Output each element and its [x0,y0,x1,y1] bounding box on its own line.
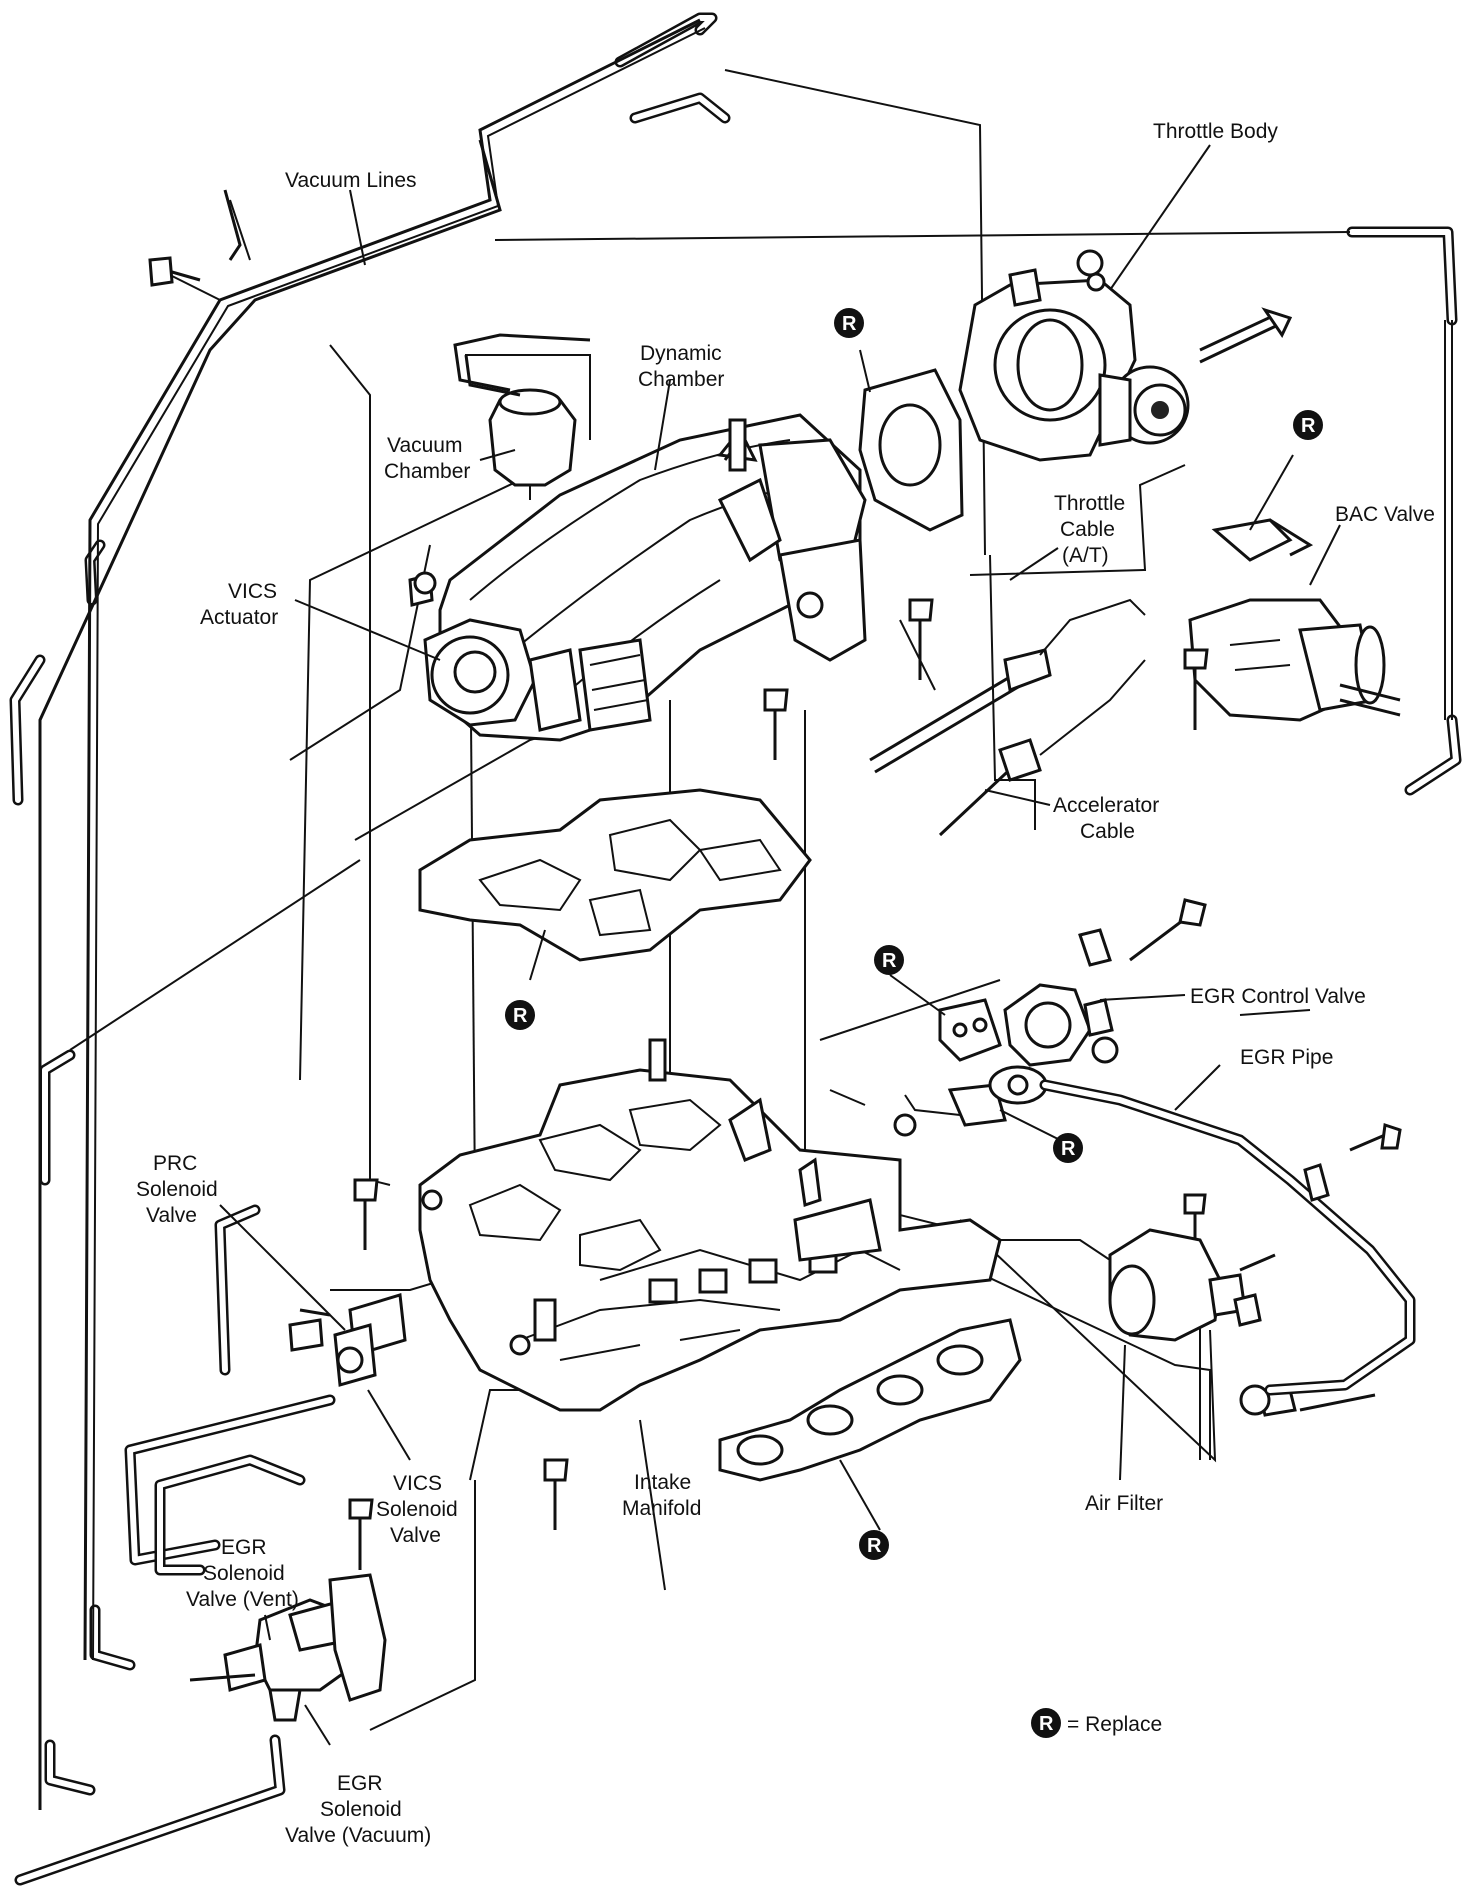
replace-badges: R R R R R R [505,308,1323,1560]
svg-text:R: R [1039,1713,1054,1735]
egr-control-valve [938,928,1114,1127]
throttle-gasket [858,368,964,532]
replace-badge: R [1293,410,1323,440]
label-vics-solenoid-2: Solenoid [376,1498,458,1521]
label-vics-actuator-1: VICS [228,580,277,603]
callout-leaders [219,144,1341,1746]
svg-text:R: R [513,1005,528,1027]
label-prc-solenoid-2: Solenoid [136,1178,218,1201]
intake-manifold [418,1038,1002,1412]
replace-badge: R [859,1530,889,1560]
prc-vics-solenoids [288,1293,407,1387]
label-prc-solenoid-1: PRC [153,1152,197,1175]
label-dynamic-chamber-1: Dynamic [640,342,722,365]
label-vics-actuator-2: Actuator [200,606,278,629]
label-air-filter: Air Filter [1085,1492,1163,1515]
vacuum-lines-bundle [38,18,1453,1810]
legend-text: = Replace [1067,1713,1162,1736]
label-intake-manifold-2: Manifold [622,1497,701,1520]
legend: R = Replace [1031,1708,1162,1738]
throttle-cable [869,598,1146,837]
throttle-body [958,268,1293,462]
label-bac-valve: BAC Valve [1335,503,1435,526]
labels: Vacuum Lines Throttle Body Dynamic Chamb… [136,120,1435,1847]
label-throttle-cable-1: Throttle [1054,492,1125,515]
label-throttle-cable-3: (A/T) [1062,544,1109,567]
label-vacuum-chamber-1: Vacuum [387,434,462,457]
svg-text:R: R [1301,415,1316,437]
label-vics-solenoid-1: VICS [393,1472,442,1495]
vacuum-lines-routing [9,12,1462,1886]
label-egr-vacuum-1: EGR [337,1772,383,1795]
egr-solenoids [189,1573,387,1722]
manifold-gasket [718,1318,1022,1482]
label-intake-manifold-1: Intake [634,1471,691,1494]
label-egr-vent-1: EGR [221,1536,267,1559]
vics-actuator [408,573,652,732]
legend-replace-icon [1031,1708,1061,1738]
label-egr-control-valve: EGR Control Valve [1190,985,1366,1008]
replace-badge: R [834,308,864,338]
bolts [148,249,1402,1570]
egr-pipe [988,1065,1416,1396]
label-egr-vacuum-2: Solenoid [320,1798,402,1821]
label-vics-solenoid-3: Valve [390,1524,441,1547]
svg-text:R: R [867,1535,882,1557]
label-egr-vent-2: Solenoid [203,1562,285,1585]
svg-text:R: R [842,313,857,335]
label-dynamic-chamber-2: Chamber [638,368,724,391]
label-throttle-body: Throttle Body [1153,120,1278,143]
label-accelerator-cable-2: Cable [1080,820,1135,843]
air-filter [1108,1228,1262,1342]
label-throttle-cable-2: Cable [1060,518,1115,541]
replace-badge: R [505,1000,535,1030]
label-egr-vacuum-3: Valve (Vacuum) [285,1824,431,1847]
upper-gasket [418,788,812,962]
replace-badge: R [874,945,904,975]
label-egr-pipe: EGR Pipe [1240,1046,1333,1069]
label-prc-solenoid-3: Valve [146,1204,197,1227]
label-egr-vent-3: Valve (Vent) [186,1588,299,1611]
svg-text:R: R [1061,1138,1076,1160]
vacuum-chamber [453,333,591,500]
replace-badge: R [1053,1133,1083,1163]
svg-text:R: R [882,950,897,972]
bac-valve [1188,518,1401,722]
label-vacuum-lines: Vacuum Lines [285,169,417,192]
label-accelerator-cable-1: Accelerator [1053,794,1159,817]
label-vacuum-chamber-2: Chamber [384,460,470,483]
